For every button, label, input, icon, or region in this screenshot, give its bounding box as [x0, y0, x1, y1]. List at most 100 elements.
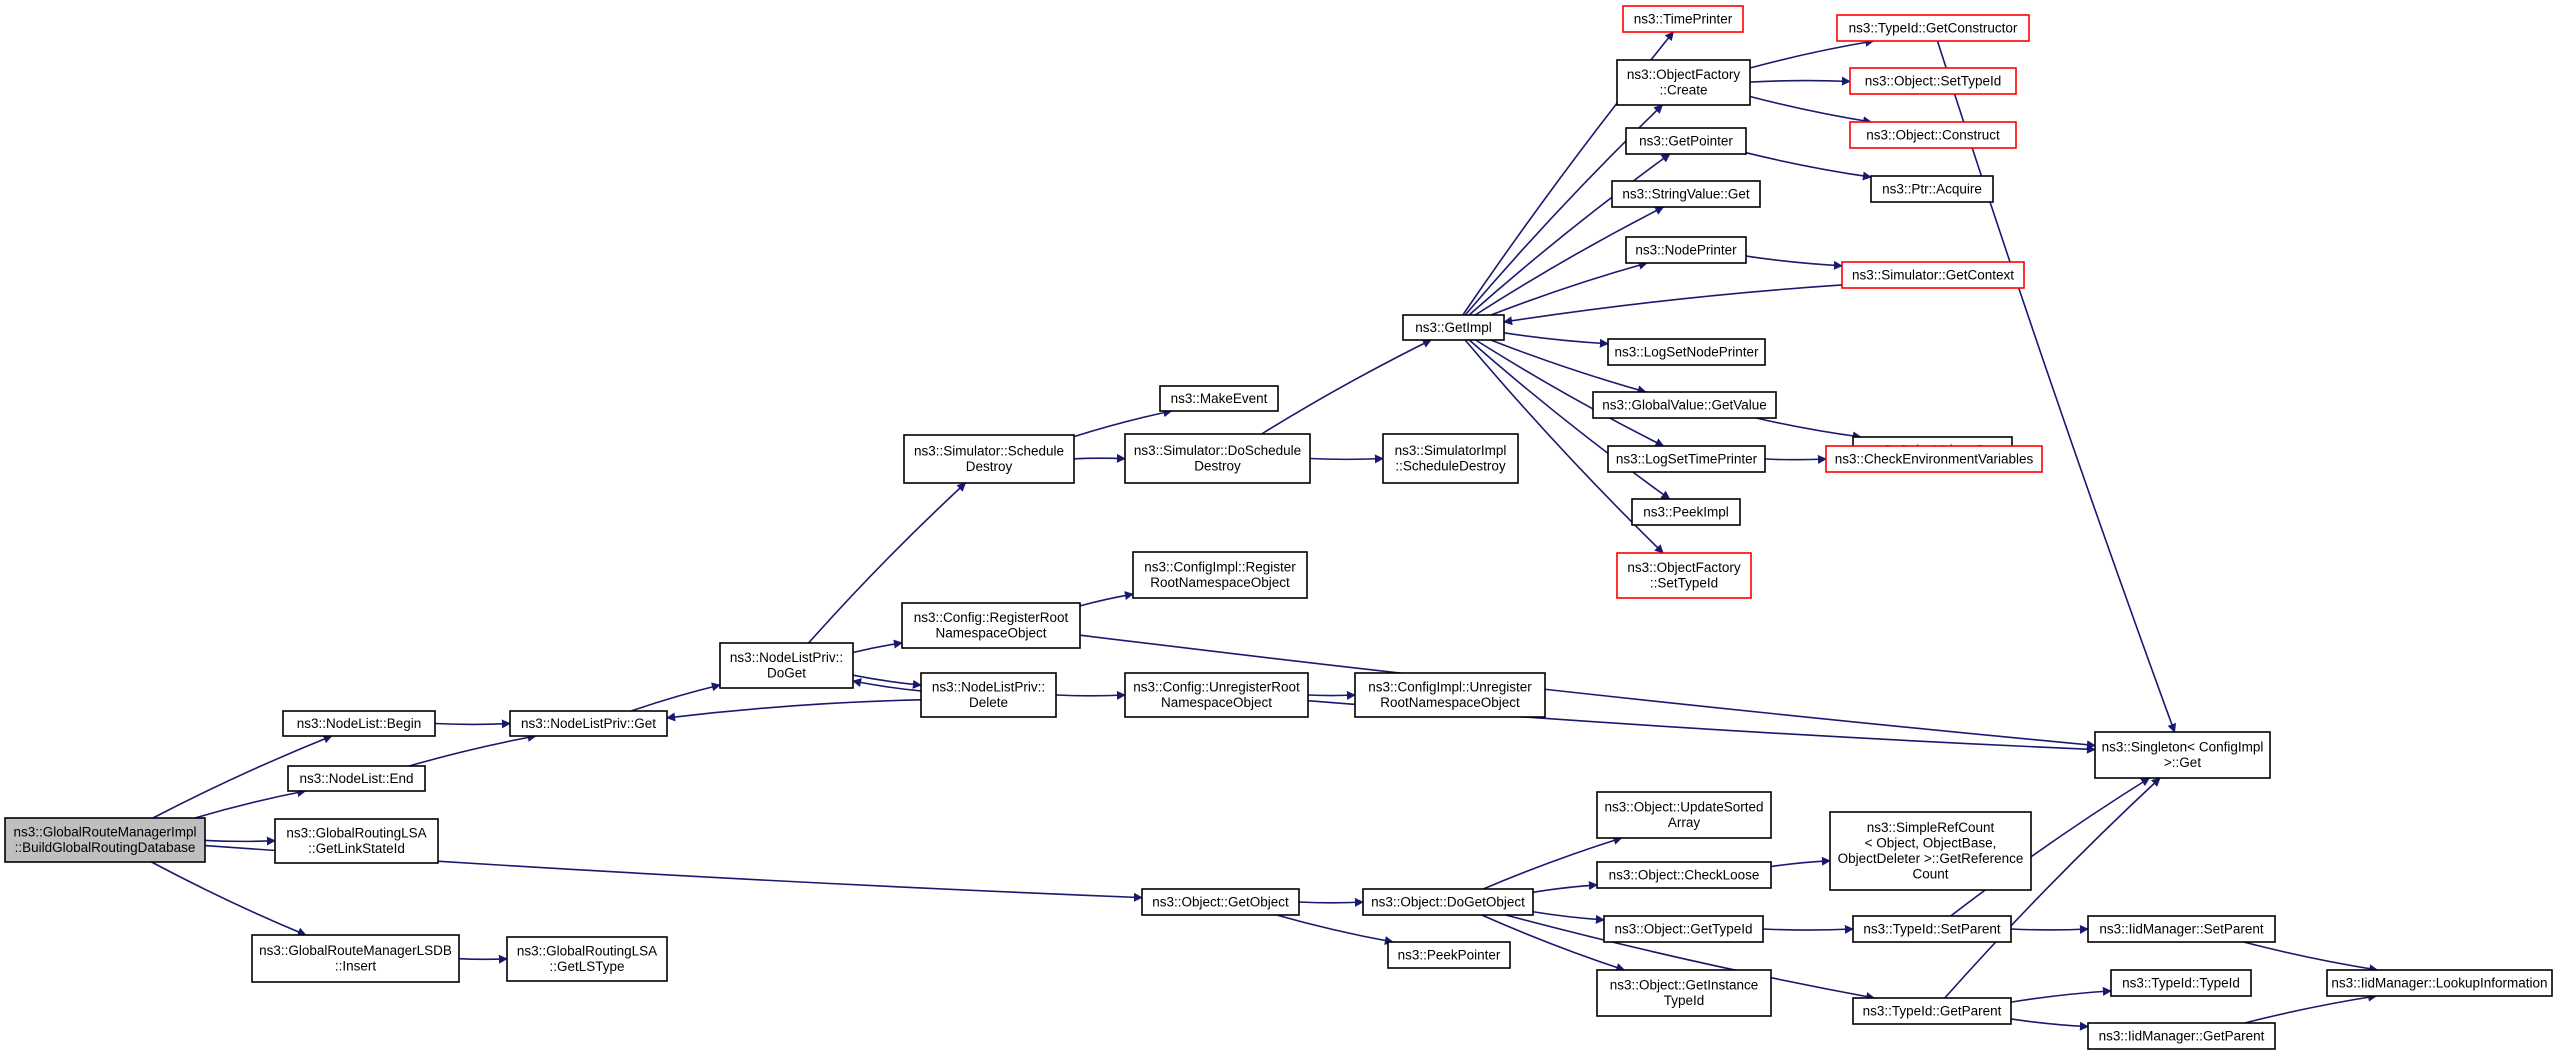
node-globalvalue-getvalue[interactable]: ns3::GlobalValue::GetValue [1592, 391, 1777, 419]
node-label-line: ObjectDeleter >::GetReference [1838, 851, 2024, 866]
node-label-line: ns3::Simulator::GetContext [1852, 267, 2014, 282]
node-get-pointer[interactable]: ns3::GetPointer [1625, 127, 1747, 155]
node-nlp-get[interactable]: ns3::NodeListPriv::Get [509, 710, 668, 737]
edge-sim_getcontext-to-getimpl [1503, 284, 1843, 326]
node-objfactory-settypeid[interactable]: ns3::ObjectFactory::SetTypeId [1616, 552, 1752, 599]
node-log-set-time-printer[interactable]: ns3::LogSetTimePrinter [1607, 445, 1766, 473]
node-label-line: ns3::Object::GetTypeId [1614, 921, 1752, 936]
node-label-line: RootNamespaceObject [1380, 695, 1520, 710]
node-object-construct[interactable]: ns3::Object::Construct [1849, 121, 2017, 149]
node-label-line: ns3::TypeId::TypeId [2122, 975, 2240, 990]
node-iidmanager-setparent[interactable]: ns3::IidManager::SetParent [2087, 915, 2276, 943]
node-label-line: ::Insert [335, 959, 377, 974]
node-stringvalue-get[interactable]: ns3::StringValue::Get [1611, 180, 1761, 208]
node-object-settypeid[interactable]: ns3::Object::SetTypeId [1849, 67, 2017, 95]
node-label-line: ns3::Object::GetObject [1152, 894, 1289, 909]
node-box [1607, 338, 1766, 366]
node-box [1596, 791, 1772, 839]
node-iidmanager-lookupinfo[interactable]: ns3::IidManager::LookupInformation [2326, 969, 2553, 997]
node-label-line: >::Get [2164, 755, 2201, 770]
node-cfgimpl-register[interactable]: ns3::ConfigImpl::RegisterRootNamespaceOb… [1132, 551, 1308, 599]
edge-cfg_register_root-to-cfgimpl_register [1079, 591, 1134, 607]
node-sim-getcontext[interactable]: ns3::Simulator::GetContext [1841, 261, 2025, 289]
node-box [1592, 391, 1777, 419]
node-label-line: < Object, ObjectBase, [1865, 836, 1997, 851]
node-nlp-doget[interactable]: ns3::NodeListPriv::DoGet [719, 642, 854, 689]
edge-nl_end-to-nlp_get [409, 733, 537, 767]
edge-getimpl-to-log_set_node_printer [1503, 332, 1609, 348]
node-box [1625, 127, 1747, 155]
node-box [1124, 672, 1309, 718]
node-label-line: ::Create [1659, 83, 1707, 98]
node-make-event[interactable]: ns3::MakeEvent [1159, 385, 1279, 412]
node-singleton-get[interactable]: ns3::Singleton< ConfigImpl >::Get [2094, 731, 2271, 779]
node-label-line: RootNamespaceObject [1150, 575, 1290, 590]
node-label-line: ::ScheduleDestroy [1395, 459, 1506, 474]
node-label-line: ns3::NodeList::End [299, 771, 413, 786]
node-log-set-node-printer[interactable]: ns3::LogSetNodePrinter [1607, 338, 1766, 366]
node-label-line: ns3::NodeListPriv:: [932, 680, 1045, 695]
node-simimpl-schedule-destroy[interactable]: ns3::SimulatorImpl::ScheduleDestroy [1382, 433, 1519, 484]
node-box [509, 710, 668, 737]
node-object-dogetobject[interactable]: ns3::Object::DoGetObject [1362, 888, 1534, 916]
node-box [719, 642, 854, 689]
node-getimpl[interactable]: ns3::GetImpl [1402, 314, 1505, 341]
edge-grm_insert-to-gr_getlstype [458, 954, 508, 964]
node-label-line: ns3::PeekPointer [1398, 947, 1501, 962]
node-label-line: ns3::CheckEnvironmentVariables [1835, 451, 2034, 466]
node-label-line: ns3::ConfigImpl::Unregister [1368, 680, 1532, 695]
node-grm-insert[interactable]: ns3::GlobalRouteManagerLSDB::Insert [251, 934, 460, 983]
node-typeid-setparent[interactable]: ns3::TypeId::SetParent [1852, 915, 2012, 943]
node-box [287, 765, 426, 792]
node-objfactory-create[interactable]: ns3::ObjectFactory::Create [1616, 59, 1751, 106]
node-label-line: ns3::LogSetTimePrinter [1616, 451, 1758, 466]
node-label-line: ns3::LogSetNodePrinter [1614, 344, 1759, 359]
edge-object_dogetobject-to-object_updatesorted [1482, 836, 1623, 890]
node-nl-begin[interactable]: ns3::NodeList::Begin [282, 710, 436, 737]
function-nodes: ns3::GlobalRouteManagerImpl::BuildGlobal… [4, 5, 2553, 1050]
node-iidmanager-getparent[interactable]: ns3::IidManager::GetParent [2087, 1022, 2276, 1050]
node-simplerefcount-getref[interactable]: ns3::SimpleRefCount< Object, ObjectBase,… [1829, 811, 2032, 891]
node-object-getobject[interactable]: ns3::Object::GetObject [1141, 888, 1300, 916]
node-typeid-getparent[interactable]: ns3::TypeId::GetParent [1852, 997, 2012, 1025]
node-label-line: ns3::GlobalRouteManagerImpl [13, 825, 196, 840]
node-nlp-delete[interactable]: ns3::NodeListPriv::Delete [920, 672, 1057, 718]
node-label-line: ns3::TimePrinter [1634, 11, 1733, 26]
node-time-printer[interactable]: ns3::TimePrinter [1622, 5, 1744, 33]
node-box [1402, 314, 1505, 341]
node-typeid-typeid[interactable]: ns3::TypeId::TypeId [2110, 969, 2252, 997]
node-peek-impl[interactable]: ns3::PeekImpl [1631, 498, 1741, 526]
node-root[interactable]: ns3::GlobalRouteManagerImpl::BuildGlobal… [4, 817, 206, 863]
node-object-checkloose[interactable]: ns3::Object::CheckLoose [1596, 861, 1772, 889]
node-box [1622, 5, 1744, 33]
node-label-line: ns3::SimpleRefCount [1867, 820, 1995, 835]
node-typeid-getconstructor[interactable]: ns3::TypeId::GetConstructor [1836, 14, 2030, 42]
edge-typeid_setparent-to-iidmanager_setparent [2010, 924, 2089, 934]
node-label-line: Array [1668, 815, 1701, 830]
node-ptr-acquire[interactable]: ns3::Ptr::Acquire [1870, 175, 1994, 203]
node-object-gettypeid[interactable]: ns3::Object::GetTypeId [1603, 915, 1764, 943]
node-label-line: ns3::TypeId::SetParent [1863, 921, 2001, 936]
node-check-env-vars[interactable]: ns3::CheckEnvironmentVariables [1825, 445, 2043, 473]
node-sim-schedule-destroy[interactable]: ns3::Simulator::ScheduleDestroy [903, 434, 1075, 484]
node-nl-end[interactable]: ns3::NodeList::End [287, 765, 426, 792]
node-node-printer[interactable]: ns3::NodePrinter [1625, 236, 1747, 264]
node-box [1596, 969, 1772, 1017]
edge-sim_doschedule_destroy-to-simimpl_schedule_destroy [1309, 454, 1384, 464]
edge-getimpl-to-node_printer [1490, 260, 1648, 316]
node-gr-getlstype[interactable]: ns3::GlobalRoutingLSA::GetLSType [506, 936, 668, 982]
node-label-line: ns3::Object::SetTypeId [1865, 73, 2002, 88]
edge-iidmanager_setparent-to-iidmanager_lookupinfo [2243, 941, 2379, 974]
edge-root-to-nl_end [194, 788, 307, 819]
node-label-line: ns3::Simulator::DoSchedule [1134, 443, 1301, 458]
node-cfgimpl-unregister[interactable]: ns3::ConfigImpl::UnregisterRootNamespace… [1354, 672, 1546, 718]
node-gr-getlinkstateid[interactable]: ns3::GlobalRoutingLSA::GetLinkStateId [274, 818, 439, 864]
node-cfg-unregister-root[interactable]: ns3::Config::UnregisterRootNamespaceObje… [1124, 672, 1309, 718]
edge-root-to-nl_begin [152, 734, 333, 819]
node-label-line: ns3::Config::UnregisterRoot [1133, 680, 1300, 695]
node-peek-pointer[interactable]: ns3::PeekPointer [1387, 941, 1511, 969]
